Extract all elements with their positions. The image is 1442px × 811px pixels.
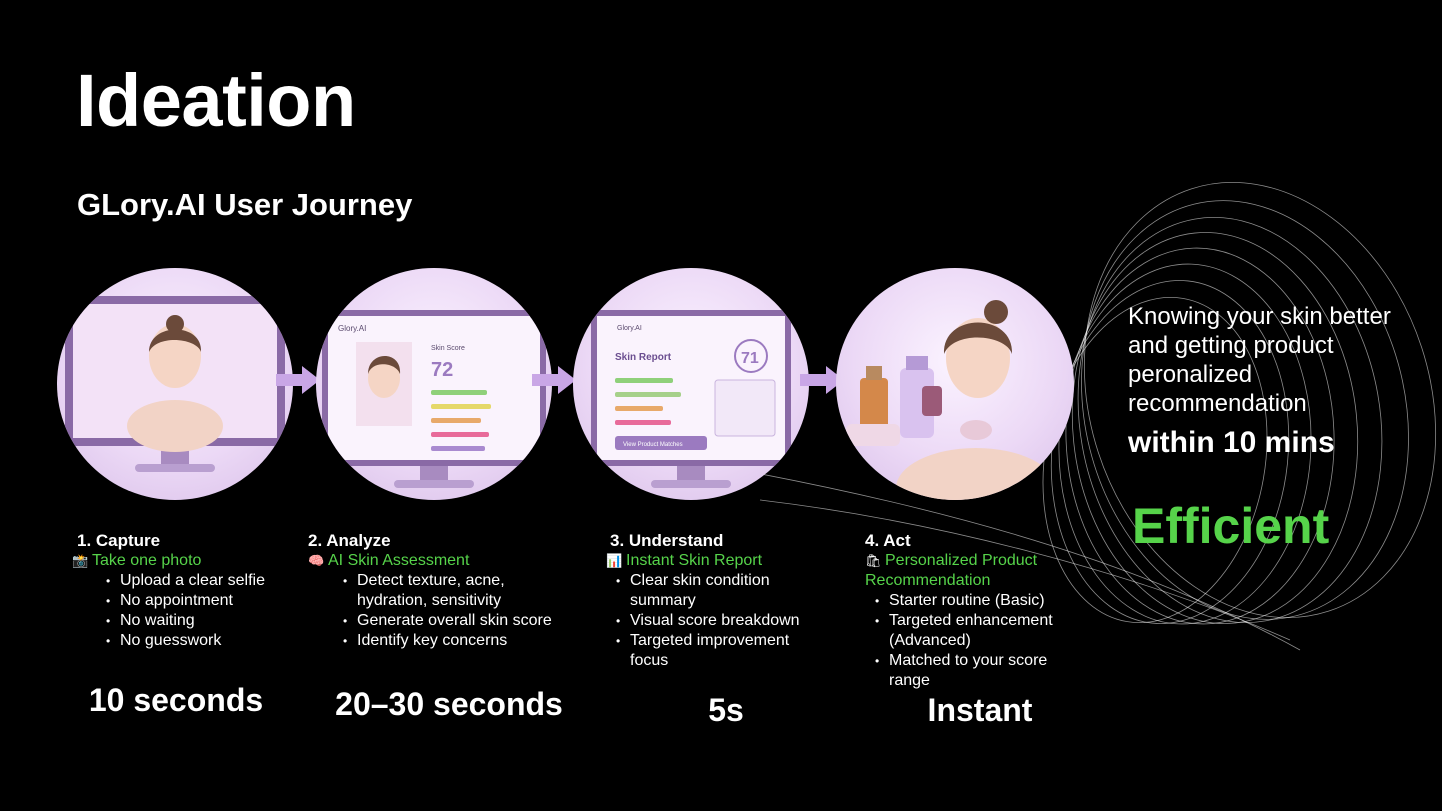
step-subtitle: 🛍Personalized Product Recommendation xyxy=(865,551,1065,591)
list-item: Detect texture, acne, hydration, sensiti… xyxy=(343,571,563,611)
list-item: Clear skin condition summary xyxy=(616,571,826,611)
list-item: Matched to your score range xyxy=(875,651,1085,691)
step-duration: 10 seconds xyxy=(66,682,286,719)
step-bullets: Upload a clear selfie No appointment No … xyxy=(106,571,287,651)
score-label: Skin Score xyxy=(431,345,465,352)
step-subtitle: 📊Instant Skin Report xyxy=(606,551,836,571)
arrow-right-icon xyxy=(532,364,576,396)
step-title: 2. Analyze xyxy=(308,531,588,551)
camera-icon: 📸 xyxy=(72,551,88,571)
step-title: 1. Capture xyxy=(77,531,287,551)
step-title: 3. Understand xyxy=(610,531,836,551)
bar-chart-icon: 📊 xyxy=(606,551,622,571)
analyze-illustration: Glory.AI Skin Score 72 xyxy=(316,268,552,500)
list-item: Targeted improvement focus xyxy=(616,631,826,671)
list-item: Upload a clear selfie xyxy=(106,571,287,591)
capture-illustration xyxy=(57,268,293,500)
report-title: Skin Report xyxy=(615,352,672,363)
step-duration: 20–30 seconds xyxy=(318,686,580,723)
brain-icon: 🧠 xyxy=(308,551,324,571)
step-analyze: 2. Analyze 🧠AI Skin Assessment Detect te… xyxy=(308,531,588,651)
step-bullets: Clear skin condition summary Visual scor… xyxy=(616,571,826,671)
list-item: No guesswork xyxy=(106,631,287,651)
list-item: No appointment xyxy=(106,591,287,611)
step-bullets: Starter routine (Basic) Targeted enhance… xyxy=(875,591,1085,691)
skin-score-value: 72 xyxy=(431,359,453,381)
step-capture: 1. Capture 📸Take one photo Upload a clea… xyxy=(77,531,287,651)
shopping-bag-icon: 🛍 xyxy=(865,551,881,571)
highlight-word: Efficient xyxy=(1132,497,1329,555)
report-score-value: 71 xyxy=(741,350,759,367)
list-item: No waiting xyxy=(106,611,287,631)
analyze-app-name: Glory.AI xyxy=(338,324,366,333)
list-item: Generate overall skin score xyxy=(343,611,563,631)
step-understand: 3. Understand 📊Instant Skin Report Clear… xyxy=(606,531,836,671)
step-duration: Instant xyxy=(900,692,1060,729)
step-bullets: Detect texture, acne, hydration, sensiti… xyxy=(343,571,563,651)
list-item: Visual score breakdown xyxy=(616,611,826,631)
list-item: Identify key concerns xyxy=(343,631,563,651)
view-matches-label: View Product Matches xyxy=(623,442,683,448)
act-illustration xyxy=(836,268,1074,500)
slide-subtitle: GLory.AI User Journey xyxy=(77,188,412,222)
step-duration: 5s xyxy=(676,692,776,729)
slide-title: Ideation xyxy=(76,64,356,138)
understand-illustration: Glory.AI Skin Report 71 View Product Mat… xyxy=(573,268,809,500)
tagline-emphasis: within 10 mins xyxy=(1128,428,1428,457)
list-item: Targeted enhancement (Advanced) xyxy=(875,611,1085,651)
step-act: 4. Act 🛍Personalized Product Recommendat… xyxy=(865,531,1090,691)
arrow-right-icon xyxy=(276,364,320,396)
understand-app-name: Glory.AI xyxy=(617,325,642,332)
step-subtitle: 📸Take one photo xyxy=(72,551,287,571)
list-item: Starter routine (Basic) xyxy=(875,591,1085,611)
tagline-text: Knowing your skin better and getting pro… xyxy=(1128,302,1428,418)
step-title: 4. Act xyxy=(865,531,1090,551)
step-subtitle: 🧠AI Skin Assessment xyxy=(308,551,588,571)
